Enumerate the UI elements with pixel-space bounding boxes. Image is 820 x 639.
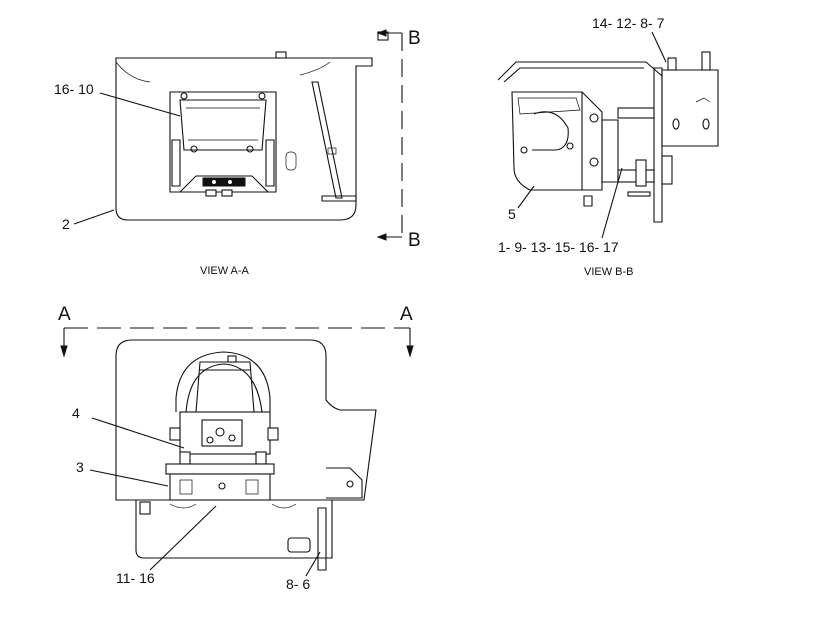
view-a-a: B B 16- 10 2 VIEW A-A — [54, 28, 421, 277]
section-letter-a-right: A — [400, 304, 413, 325]
callout-8-6: 8- 6 — [286, 576, 310, 592]
view-b-b-caption: VIEW B-B — [584, 266, 634, 278]
front-view: A A — [58, 304, 414, 592]
callout-16-10: 16- 10 — [54, 81, 94, 97]
callout-14-12-8-7: 14- 12- 8- 7 — [592, 15, 665, 31]
view-a-a-caption: VIEW A-A — [200, 265, 250, 277]
callout-3: 3 — [76, 459, 84, 475]
view-b-b: 14- 12- 8- 7 5 1- 9- 13- 15- 16- 17 VIEW… — [497, 15, 719, 278]
callout-11-16: 11- 16 — [116, 570, 155, 586]
callout-4: 4 — [72, 405, 80, 421]
section-letter-a-left: A — [58, 304, 71, 325]
callout-2: 2 — [62, 216, 70, 232]
callout-1-9-13-15-16-17: 1- 9- 13- 15- 16- 17 — [498, 239, 619, 255]
section-letter-b-top: B — [408, 28, 421, 49]
section-letter-b-bottom: B — [408, 230, 421, 251]
callout-5: 5 — [508, 206, 516, 222]
